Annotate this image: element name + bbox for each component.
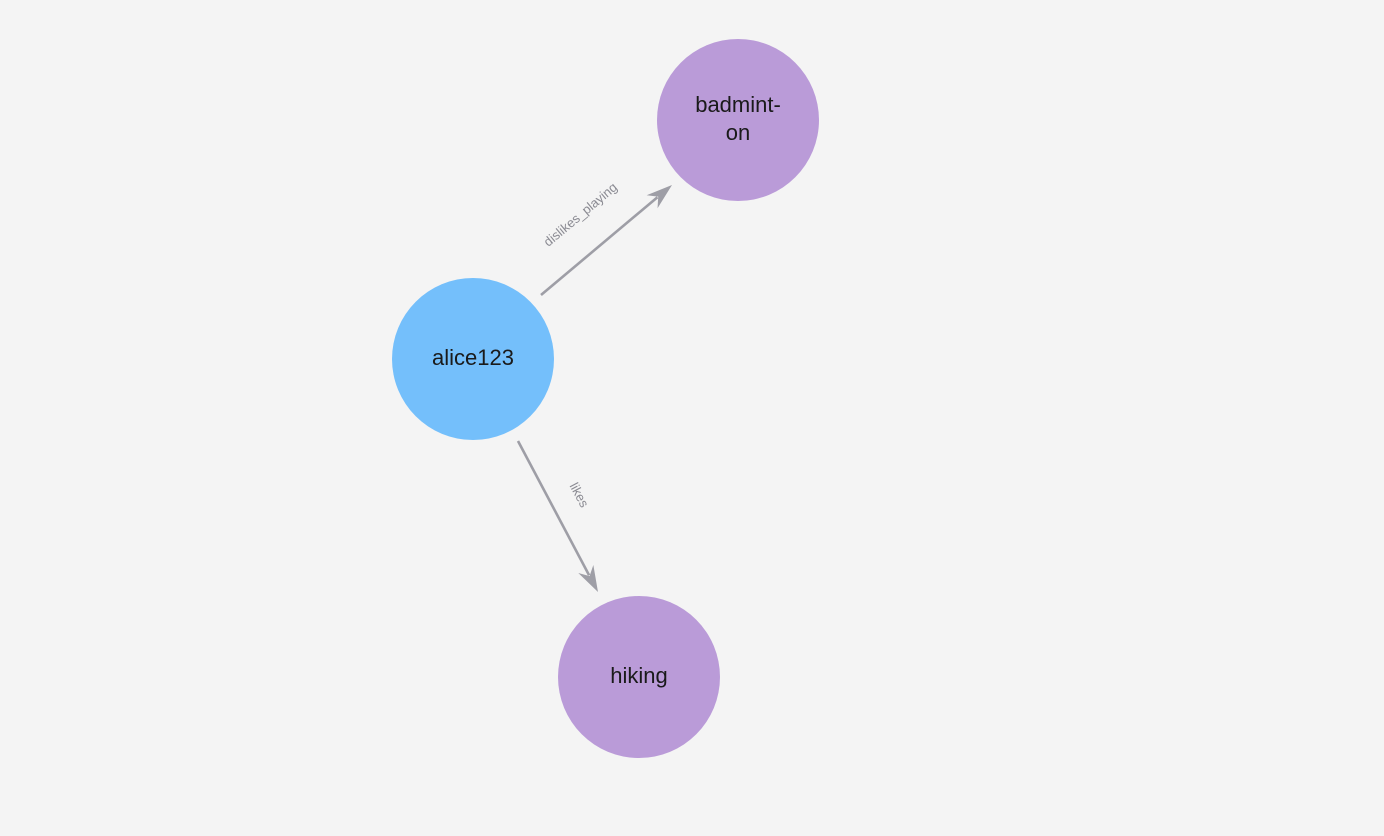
edge-label-likes: likes	[567, 480, 593, 510]
edge-line-dislikes-playing[interactable]	[540, 196, 659, 296]
node-badminton[interactable]: badmint-on	[657, 39, 819, 201]
node-circle-hiking[interactable]	[558, 596, 720, 758]
node-hiking[interactable]: hiking	[558, 596, 720, 758]
node-layer: badmint-on alice123 hiking	[392, 39, 819, 758]
node-alice123[interactable]: alice123	[392, 278, 554, 440]
edge-likes[interactable]: likes	[516, 440, 598, 592]
edge-line-likes[interactable]	[516, 440, 591, 576]
node-circle-badminton[interactable]	[657, 39, 819, 201]
arrowhead-likes	[578, 565, 598, 592]
arrowhead-dislikes-playing	[646, 185, 672, 209]
edge-dislikes-playing[interactable]: dislikes_playing	[540, 179, 672, 296]
node-circle-alice123[interactable]	[392, 278, 554, 440]
